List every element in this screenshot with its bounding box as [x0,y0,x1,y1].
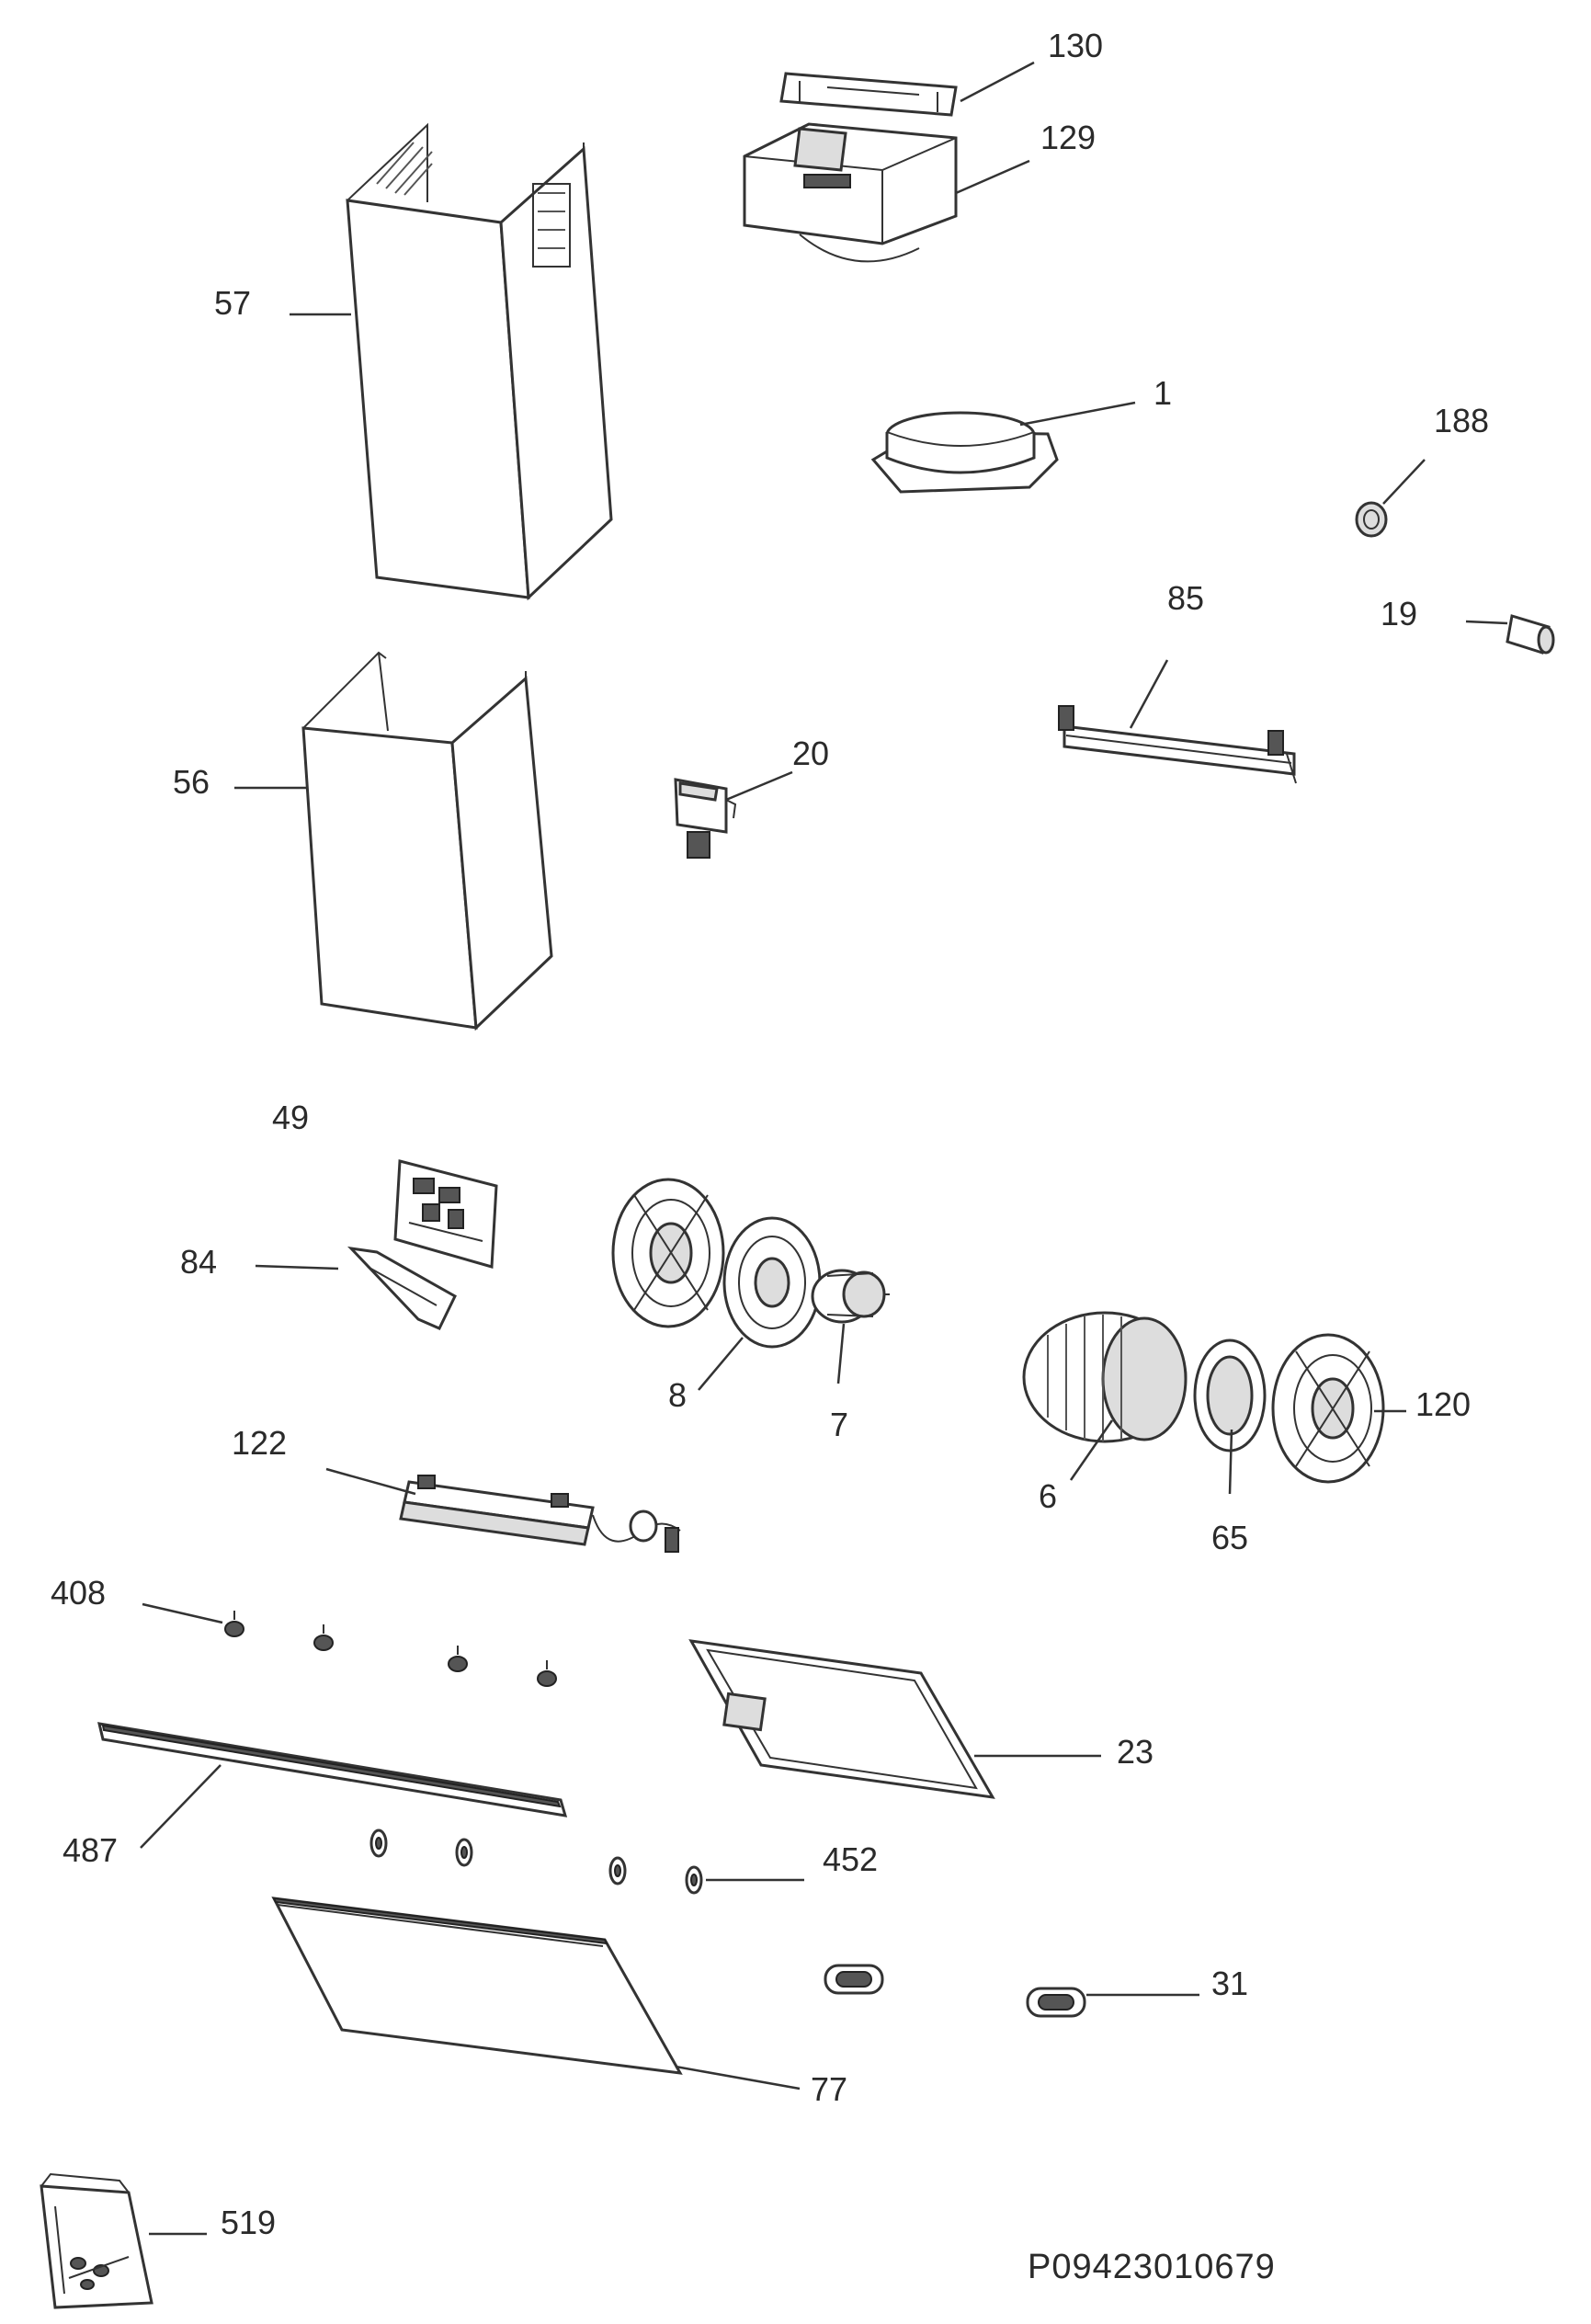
callout-23: 23 [974,1733,1153,1771]
part-120-fan-cover [1271,1333,1385,1484]
diagram-code: P09423010679 [1028,2248,1276,2286]
part-519-accessory-bag [40,2172,153,2309]
part-122-light-module [399,1475,681,1553]
callout-487: 487 [63,1764,222,1869]
label-130: 130 [1048,27,1103,64]
spacer [369,1828,388,1858]
label-31: 31 [1211,1965,1248,2002]
callout-8: 8 [668,1337,744,1414]
part-31-light-lenses [824,1964,1086,2018]
label-519: 519 [221,2204,276,2241]
screw [537,1660,557,1687]
label-85: 85 [1167,579,1204,617]
callout-77: 77 [675,2065,847,2108]
label-1: 1 [1153,374,1172,412]
lens [824,1964,884,1995]
callout-122: 122 [232,1424,416,1496]
part-129-recirculation-box [743,122,958,263]
label-23: 23 [1117,1733,1153,1771]
part-408-screws [224,1611,557,1687]
callout-452: 452 [706,1840,878,1882]
spacer [685,1865,703,1895]
callout-130: 130 [960,27,1103,103]
lens [1026,1987,1086,2018]
spacer [608,1856,627,1885]
label-65: 65 [1211,1519,1248,1556]
callout-129: 129 [955,119,1096,195]
callout-7: 7 [830,1323,848,1443]
callout-31: 31 [1086,1965,1248,2002]
part-130-bracket [779,72,958,117]
label-6: 6 [1039,1477,1057,1515]
part-19-cap [1506,614,1555,655]
callout-120: 120 [1374,1385,1471,1423]
part-452-spacers [369,1828,703,1895]
part-6-blower-wheel [1022,1311,1188,1443]
label-19: 19 [1381,595,1417,632]
label-122: 122 [232,1424,287,1462]
part-7-motor [811,1269,890,1324]
label-77: 77 [811,2070,847,2108]
label-188: 188 [1434,402,1489,439]
callout-84: 84 [180,1243,339,1281]
label-57: 57 [214,284,251,322]
screw [224,1611,244,1637]
label-452: 452 [823,1840,878,1878]
part-49-control-board [393,1159,498,1269]
vent-slots-right [532,183,571,268]
vent-slots-left [376,142,433,196]
callout-49: 49 [272,1099,309,1136]
part-8-fan-housing [611,1178,822,1349]
callout-1: 1 [1019,374,1172,427]
screw [448,1646,468,1672]
part-23-grease-filter [688,1639,995,1799]
spacer [455,1838,473,1867]
part-65-ring-plate [1193,1339,1267,1452]
label-7: 7 [830,1406,848,1443]
part-84-cover [347,1246,457,1330]
part-1-duct-collar [870,411,1059,494]
callout-519: 519 [149,2204,276,2241]
callout-85: 85 [1129,579,1204,729]
label-129: 129 [1040,119,1096,156]
callout-65: 65 [1211,1429,1248,1556]
part-188-knob [1355,501,1388,538]
label-49: 49 [272,1099,309,1136]
label-8: 8 [668,1376,687,1414]
callout-20: 20 [725,735,829,802]
part-57-upper-chimney [346,122,613,601]
callout-188: 188 [1382,402,1489,505]
label-20: 20 [792,735,829,772]
label-84: 84 [180,1243,217,1281]
part-20-switch [674,778,737,859]
callout-57: 57 [214,284,351,322]
part-56-lower-chimney [301,651,553,1031]
label-408: 408 [51,1574,106,1612]
label-487: 487 [63,1831,118,1869]
label-56: 56 [173,763,210,801]
part-77-glass-panel [271,1897,683,2075]
label-120: 120 [1415,1385,1471,1423]
screw [313,1624,334,1651]
callout-19: 19 [1381,595,1508,632]
part-85-rail [1058,705,1297,784]
callout-56: 56 [173,763,306,801]
callout-6: 6 [1039,1419,1114,1515]
part-487-trim-strip [97,1722,568,1817]
callout-408: 408 [51,1574,223,1624]
